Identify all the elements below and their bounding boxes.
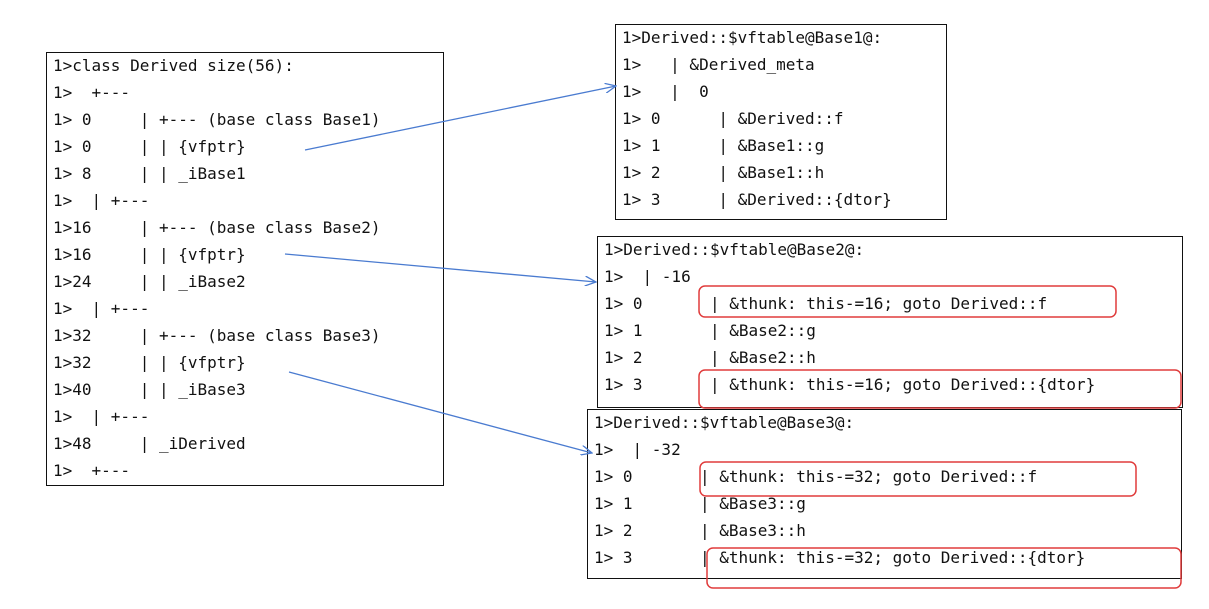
vftable-base3-line: 1> 1 | &Base3::g <box>594 494 806 513</box>
highlight-thunk-base3-f <box>699 461 1137 497</box>
class-layout-title: 1>class Derived size(56): <box>53 56 294 75</box>
layout-line: 1> 0 | | {vfptr} <box>53 137 246 156</box>
layout-line: 1> | +--- <box>53 191 150 210</box>
arrow-vfptr-base2 <box>284 253 596 282</box>
vftable-base2-line: 1> 1 | &Base2::g <box>604 321 816 340</box>
vftable-base3-line: 1> 3 | &thunk: this-=32; goto Derived::{… <box>594 548 1086 567</box>
highlight-thunk-base2-dtor <box>698 369 1182 409</box>
vftable-base2-line: 1> 2 | &Base2::h <box>604 348 816 367</box>
layout-line: 1> 0 | +--- (base class Base1) <box>53 110 381 129</box>
vftable-base3-line: 1> 2 | &Base3::h <box>594 521 806 540</box>
vftable-base3-line: 1> 0 | &thunk: this-=32; goto Derived::f <box>594 467 1038 486</box>
class-layout-box: 1>class Derived size(56): 1> +--- 1> 0 |… <box>46 52 444 486</box>
layout-line: 1> +--- <box>53 83 131 102</box>
vftable-base2-title: 1>Derived::$vftable@Base2@: <box>604 240 865 259</box>
layout-line: 1> | +--- <box>53 299 150 318</box>
vftable-base2-line: 1> | -16 <box>604 267 691 286</box>
vftable-base2-line: 1> 0 | &thunk: this-=16; goto Derived::f <box>604 294 1048 313</box>
layout-line: 1> +--- <box>53 461 131 480</box>
arrow-vfptr-base3 <box>288 371 592 453</box>
vftable-base1-line: 1> 3 | &Derived::{dtor} <box>622 190 892 209</box>
vftable-base1-line: 1> | &Derived_meta <box>622 55 815 74</box>
layout-line: 1> 8 | | _iBase1 <box>53 164 246 183</box>
vftable-base1-line: 1> 1 | &Base1::g <box>622 136 825 155</box>
vftable-base3-title: 1>Derived::$vftable@Base3@: <box>594 413 855 432</box>
layout-line: 1>40 | | _iBase3 <box>53 380 246 399</box>
layout-line: 1>32 | | {vfptr} <box>53 353 246 372</box>
layout-line: 1>24 | | _iBase2 <box>53 272 246 291</box>
layout-line: 1>32 | +--- (base class Base3) <box>53 326 381 345</box>
vftable-base1-line: 1> 2 | &Base1::h <box>622 163 825 182</box>
layout-line: 1>16 | +--- (base class Base2) <box>53 218 381 237</box>
vftable-base3-line: 1> | -32 <box>594 440 681 459</box>
vftable-base2-line: 1> 3 | &thunk: this-=16; goto Derived::{… <box>604 375 1096 394</box>
vftable-base1-box: 1>Derived::$vftable@Base1@: 1> | &Derive… <box>615 24 947 220</box>
vftable-base2-box: 1>Derived::$vftable@Base2@: 1> | -16 1> … <box>597 236 1183 408</box>
layout-line: 1> | +--- <box>53 407 150 426</box>
vftable-base1-line: 1> | 0 <box>622 82 709 101</box>
layout-line: 1>16 | | {vfptr} <box>53 245 246 264</box>
vftable-base1-line: 1> 0 | &Derived::f <box>622 109 844 128</box>
vftable-base3-box: 1>Derived::$vftable@Base3@: 1> | -32 1> … <box>587 409 1182 579</box>
arrow-vfptr-base1 <box>304 86 616 151</box>
vftable-base1-title: 1>Derived::$vftable@Base1@: <box>622 28 883 47</box>
layout-line: 1>48 | _iDerived <box>53 434 246 453</box>
highlight-thunk-base3-dtor <box>706 547 1182 589</box>
highlight-thunk-base2-f <box>698 285 1117 318</box>
